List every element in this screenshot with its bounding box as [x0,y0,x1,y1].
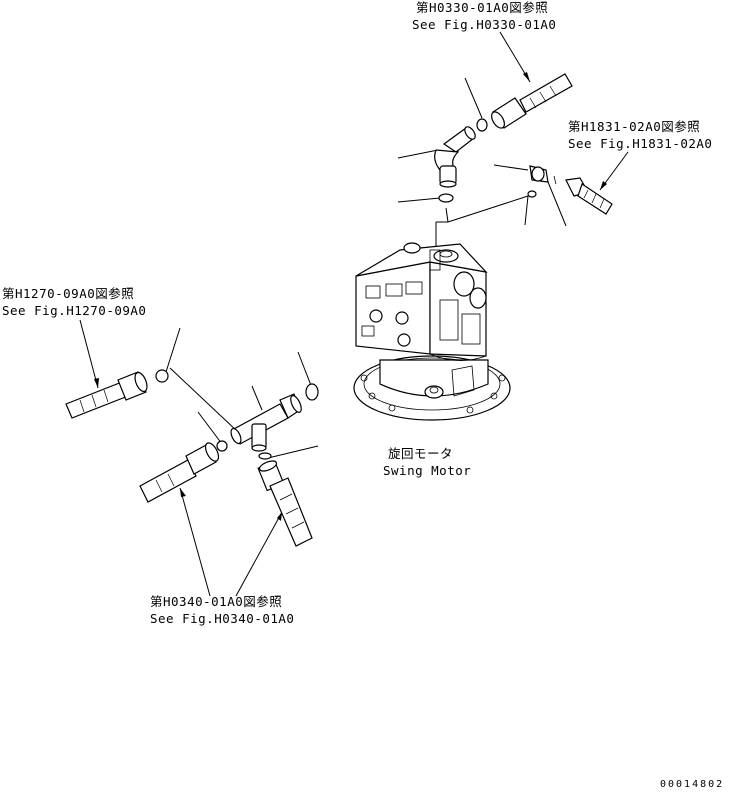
o-ring-tee [305,383,319,401]
callout-right-jp: 第H1831-02A0図参照 [568,119,700,134]
callout-top-right-en: See Fig.H0330-01A0 [412,17,556,32]
o-ring-tee-bottom [258,452,272,460]
callout-bottom-jp: 第H0340-01A0図参照 [150,594,282,609]
hose-top-right [476,73,573,132]
swing-motor [353,242,511,421]
callout-left-en: See Fig.H1270-09A0 [2,303,146,318]
callout-left-jp: 第H1270-09A0図参照 [2,286,134,301]
drawing-number: 00014802 [660,779,724,790]
swing-motor-label-en: Swing Motor [383,463,471,478]
hose-right [565,177,613,215]
callout-bottom-en: See Fig.H0340-01A0 [150,611,294,626]
o-ring-tee-left [216,440,228,452]
hose-left [65,369,169,419]
hose-bottom-right [257,460,313,547]
elbow-fitting [434,126,476,203]
hose-bottom-left [139,442,220,503]
callout-top-right-jp: 第H0330-01A0図参照 [416,0,548,15]
tee-fitting [216,383,319,460]
o-ring-elbow [438,193,454,203]
o-ring-top [476,118,488,132]
swing-motor-label-jp: 旋回モータ [388,446,453,461]
callout-right-en: See Fig.H1831-02A0 [568,136,712,151]
leader-lines [79,31,629,597]
fitting-right [527,165,557,198]
o-ring-left [155,369,169,383]
